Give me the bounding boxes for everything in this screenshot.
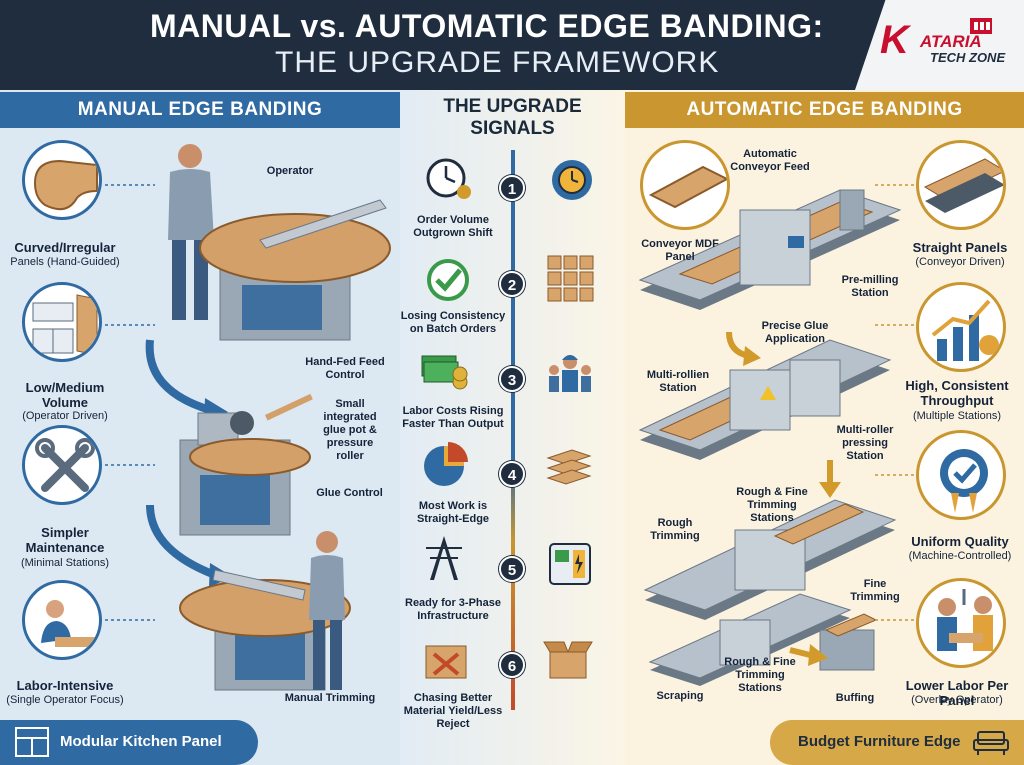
curved-panel-illustration: [22, 140, 102, 220]
flow-arrow-right-3: [789, 644, 828, 666]
header-bar: [0, 0, 1024, 90]
flow-arrow-right-1: [726, 331, 761, 366]
label-mdf-panel: Conveyor MDF Panel: [641, 238, 719, 263]
label-manual-trimming: Manual Trimming: [284, 692, 376, 704]
signal-label-1: Order Volume Outgrown Shift: [413, 214, 493, 239]
feature-sub-volume: (Operator Driven): [22, 410, 108, 422]
label-glue-application: Precise Glue Application: [761, 320, 829, 345]
signals-timeline: [511, 150, 515, 710]
label-rough-fine-2: Rough & Fine Trimming Stations: [724, 656, 796, 694]
logo-background: [855, 0, 1024, 90]
label-buffing: Buffing: [835, 692, 875, 704]
signals-title: THE UPGRADE SIGNALS: [443, 96, 582, 139]
feature-title-curved: Curved/Irregular: [14, 240, 116, 255]
kitchen-cabinet-icon: [15, 727, 49, 757]
signal-label-4: Most Work is Straight-Edge: [416, 500, 490, 525]
feature-sub-throughput: (Multiple Stations): [912, 410, 1002, 422]
signal-step-6: 6: [499, 652, 525, 678]
automatic-banner: AUTOMATIC EDGE BANDING: [625, 92, 1024, 128]
signal-label-6: Chasing Better Material Yield/Less Rejec…: [403, 692, 503, 730]
auto-trim-machine-3: [643, 499, 897, 620]
signal-label-3: Labor Costs Rising Faster Than Output: [402, 405, 504, 430]
feature-sub-quality: (Machine-Controlled): [908, 550, 1012, 562]
gear-clock-icon: [552, 160, 592, 200]
check-circle-icon: [427, 259, 469, 301]
signal-step-4: 4: [499, 461, 525, 487]
label-glue-pot: Small integrated glue pot & pressure rol…: [323, 398, 377, 462]
footer-left-label: Modular Kitchen Panel: [60, 733, 222, 750]
straight-panel-illustration: [916, 140, 1006, 230]
label-hand-fed: Hand-Fed Feed Control: [305, 356, 385, 381]
wrench-icon: [22, 425, 102, 505]
quality-badge-icon: [916, 430, 1006, 520]
flow-arrow-right-2: [819, 460, 841, 498]
right-connectors: [875, 184, 915, 621]
feature-sub-straight: (Conveyor Driven): [915, 256, 1005, 268]
signal-step-5: 5: [499, 556, 525, 582]
kitchen-volume-illustration: [22, 282, 102, 362]
pie-chart-icon: [424, 442, 468, 486]
power-tower-icon: [426, 536, 462, 580]
manual-banner: MANUAL EDGE BANDING: [0, 92, 400, 128]
workers-icon: [549, 355, 591, 392]
feature-title-labor-panel: Lower Labor Per Panel: [905, 678, 1009, 708]
page-title-line2: THE UPGRADE FRAMEWORK: [275, 46, 720, 79]
page-title-line1: MANUAL vs. AUTOMATIC EDGE BANDING:: [150, 8, 824, 44]
signal-label-2: Losing Consistency on Batch Orders: [400, 310, 506, 335]
feature-sub-curved: Panels (Hand-Guided): [10, 256, 120, 268]
label-multi-rollien: Multi-rollien Station: [646, 369, 710, 394]
conveyor-panel-illustration: [640, 140, 730, 230]
feature-title-throughput: High, Consistent Throughput: [905, 378, 1009, 408]
reject-box-icon: [425, 645, 467, 679]
throughput-chart-icon: [916, 282, 1006, 372]
feature-title-labor: Labor-Intensive: [16, 678, 114, 693]
feature-title-straight: Straight Panels: [912, 240, 1008, 255]
feature-title-volume: Low/Medium Volume: [25, 380, 105, 410]
logo-mark: K: [880, 18, 909, 62]
label-operator: Operator: [266, 165, 314, 177]
panel-grid-icon: [547, 255, 594, 302]
left-connectors: [105, 184, 155, 621]
electric-meter-icon: [549, 543, 591, 585]
signal-step-2: 2: [499, 271, 525, 297]
logo-text-brand: ATARIA: [920, 32, 982, 51]
money-coins-icon: [421, 355, 468, 390]
manual-machine-3: [179, 531, 351, 691]
label-scraping: Scraping: [656, 690, 704, 702]
signal-step-1: 1: [499, 175, 525, 201]
signal-label-5: Ready for 3-Phase Infrastructure: [405, 597, 501, 622]
signal-step-3: 3: [499, 366, 525, 392]
footer-right-label: Budget Furniture Edge: [798, 733, 961, 750]
feature-sub-maintenance: (Minimal Stations): [20, 557, 110, 569]
auto-glue-machine-2: [638, 339, 892, 460]
feature-sub-labor-panel: (Overlay Operator): [911, 694, 1003, 706]
stacked-panels-icon: [546, 449, 592, 485]
feature-title-maintenance: Simpler Maintenance: [25, 525, 105, 555]
manual-machine-1: [168, 144, 391, 341]
label-rough-fine-1: Rough & Fine Trimming Stations: [736, 486, 808, 524]
sofa-icon: [973, 731, 1009, 755]
feature-title-quality: Uniform Quality: [911, 534, 1009, 549]
label-rough-trimming: Rough Trimming: [650, 517, 700, 542]
label-glue-control: Glue Control: [316, 487, 383, 499]
feature-sub-labor: (Single Operator Focus): [6, 694, 124, 706]
auto-finish-machine-4: [648, 593, 878, 686]
auto-conveyor-machine-1: [638, 189, 902, 310]
workers-panel-illustration: [916, 578, 1006, 668]
clock-gear-icon: [426, 158, 471, 199]
logo-gear-icon: [970, 18, 992, 34]
manual-machine-2: [179, 393, 313, 536]
label-pre-milling: Pre-milling Station: [841, 274, 899, 299]
logo-text-sub: TECH ZONE: [930, 50, 1006, 65]
footer-right-bar: [770, 720, 1024, 765]
label-multi-roller: Multi-roller pressing Station: [836, 424, 894, 462]
label-fine-trimming: Fine Trimming: [850, 578, 900, 603]
label-conveyor-feed: Automatic Conveyor Feed: [730, 148, 810, 173]
worker-illustration: [22, 580, 102, 660]
open-box-icon: [543, 641, 593, 679]
